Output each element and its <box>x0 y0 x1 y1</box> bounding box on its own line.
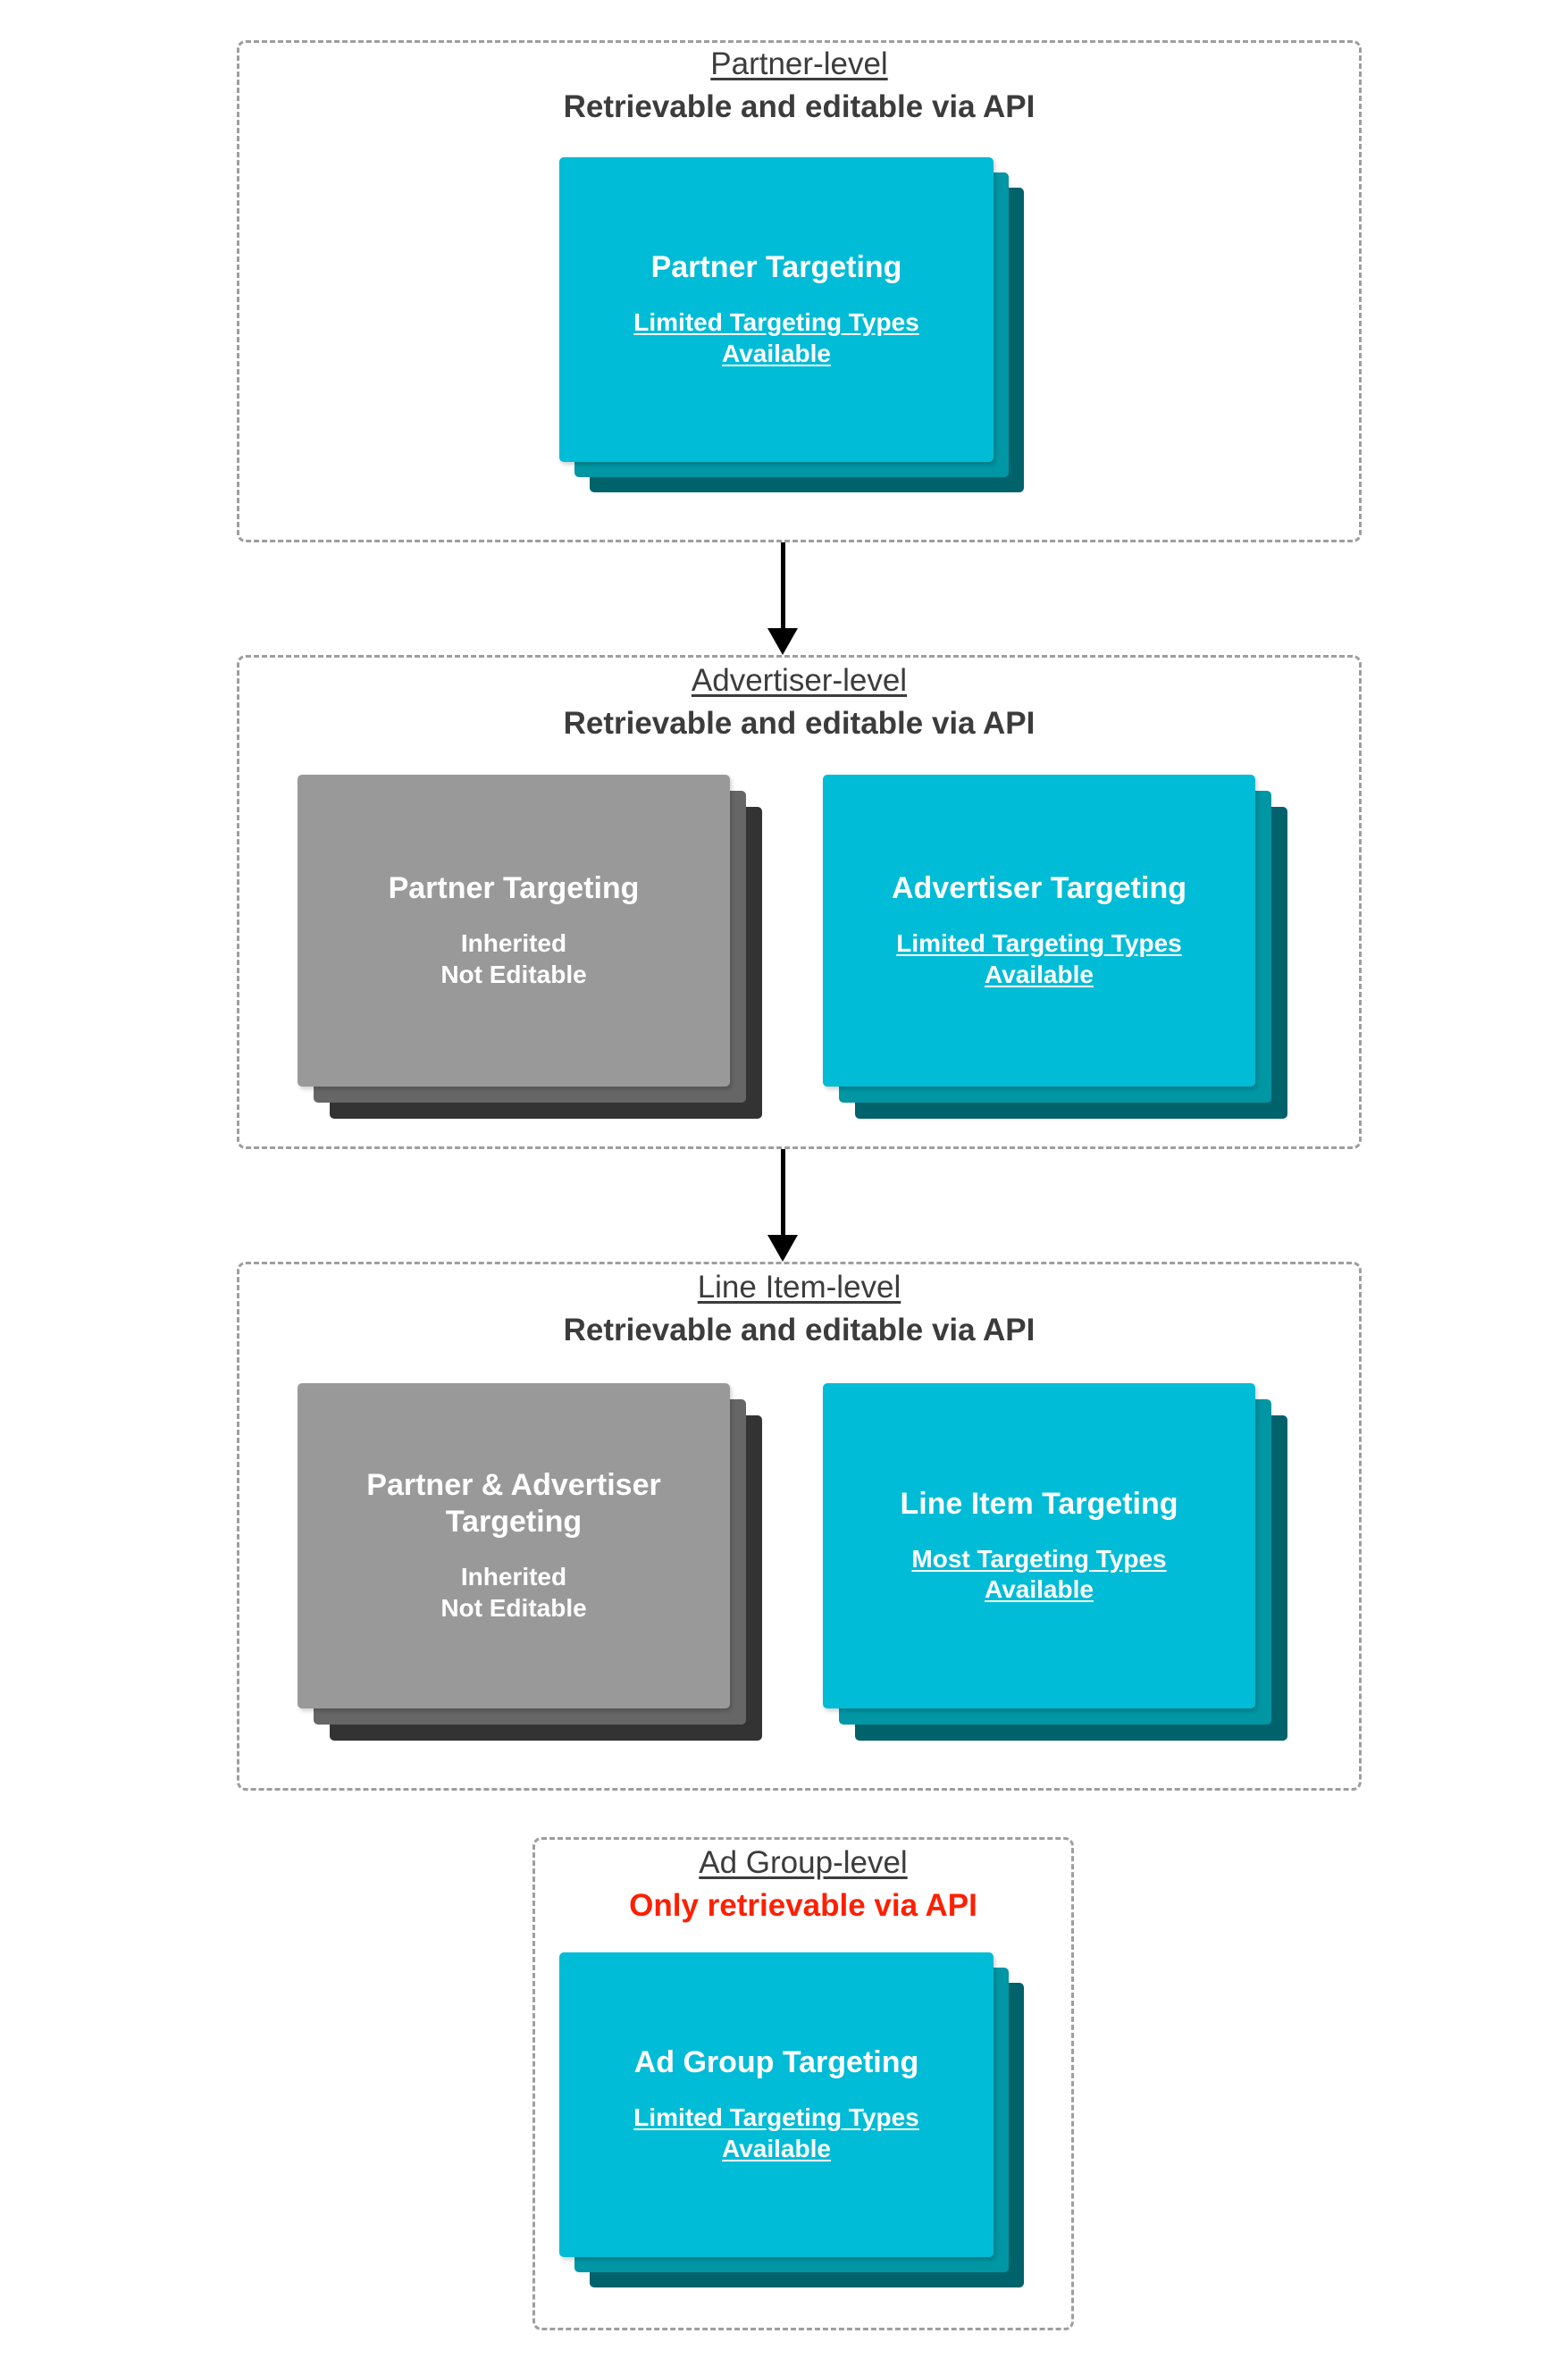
level-title-advertiser: Advertiser-level <box>691 663 908 698</box>
card-ad-group-targeting[interactable]: Ad Group Targeting Limited Targeting Typ… <box>559 1952 994 2257</box>
card-stack-partner-targeting: Partner Targeting Limited Targeting Type… <box>559 157 1024 492</box>
level-box-partner <box>237 40 1362 542</box>
level-box-line-item <box>237 1262 1362 1791</box>
level-title-partner: Partner-level <box>710 46 888 81</box>
card-partner-targeting[interactable]: Partner Targeting Limited Targeting Type… <box>559 157 994 462</box>
card-note: Limited Targeting Types Available <box>633 308 919 367</box>
card-stack-partner-advertiser-targeting-inherited: Partner & Advertiser Targeting Inherited… <box>298 1383 762 1741</box>
level-title-ad-group: Ad Group-level <box>699 1845 908 1880</box>
level-heading-line-item: Line Item-level Retrievable and editable… <box>237 1270 1362 1348</box>
level-subtitle-line-item: Retrievable and editable via API <box>563 1312 1036 1347</box>
card-partner-targeting-inherited[interactable]: Partner Targeting Inherited Not Editable <box>298 775 730 1087</box>
level-subtitle-advertiser: Retrievable and editable via API <box>563 705 1036 741</box>
card-note: Limited Targeting Types Available <box>633 2103 919 2162</box>
card-line-item-targeting[interactable]: Line Item Targeting Most Targeting Types… <box>823 1383 1255 1708</box>
arrow-shaft <box>780 1149 785 1237</box>
arrow-head-icon <box>767 628 798 655</box>
card-title: Partner & Advertiser Targeting <box>366 1468 661 1540</box>
card-note: Limited Targeting Types Available <box>896 929 1182 988</box>
arrow-head-icon <box>767 1235 798 1262</box>
card-title: Ad Group Targeting <box>633 2045 919 2080</box>
level-box-ad-group <box>532 1837 1074 2330</box>
card-partner-advertiser-targeting-inherited[interactable]: Partner & Advertiser Targeting Inherited… <box>298 1383 730 1708</box>
card-note: Inherited Not Editable <box>440 929 587 988</box>
card-stack-line-item-targeting: Line Item Targeting Most Targeting Types… <box>823 1383 1287 1741</box>
level-subtitle-ad-group: Only retrievable via API <box>629 1887 977 1923</box>
card-title: Partner Targeting <box>650 250 902 285</box>
card-stack-partner-targeting-inherited: Partner Targeting Inherited Not Editable <box>298 775 762 1119</box>
level-title-line-item: Line Item-level <box>697 1270 901 1305</box>
connector-partner-to-advertiser <box>765 542 801 655</box>
level-heading-advertiser: Advertiser-level Retrievable and editabl… <box>237 663 1362 742</box>
card-stack-ad-group-targeting: Ad Group Targeting Limited Targeting Typ… <box>559 1952 1024 2287</box>
level-box-advertiser <box>237 655 1362 1149</box>
card-stack-advertiser-targeting: Advertiser Targeting Limited Targeting T… <box>823 775 1287 1119</box>
level-heading-ad-group: Ad Group-level Only retrievable via API <box>532 1845 1074 1924</box>
card-title: Advertiser Targeting <box>891 871 1186 906</box>
level-heading-partner: Partner-level Retrievable and editable v… <box>237 46 1362 125</box>
card-title: Partner Targeting <box>388 871 640 906</box>
level-subtitle-partner: Retrievable and editable via API <box>563 88 1036 124</box>
connector-advertiser-to-line-item <box>765 1149 801 1262</box>
card-note: Most Targeting Types Available <box>911 1544 1167 1604</box>
card-note: Inherited Not Editable <box>440 1563 587 1622</box>
arrow-shaft <box>780 542 785 630</box>
card-title: Line Item Targeting <box>900 1486 1178 1521</box>
card-advertiser-targeting[interactable]: Advertiser Targeting Limited Targeting T… <box>823 775 1255 1087</box>
